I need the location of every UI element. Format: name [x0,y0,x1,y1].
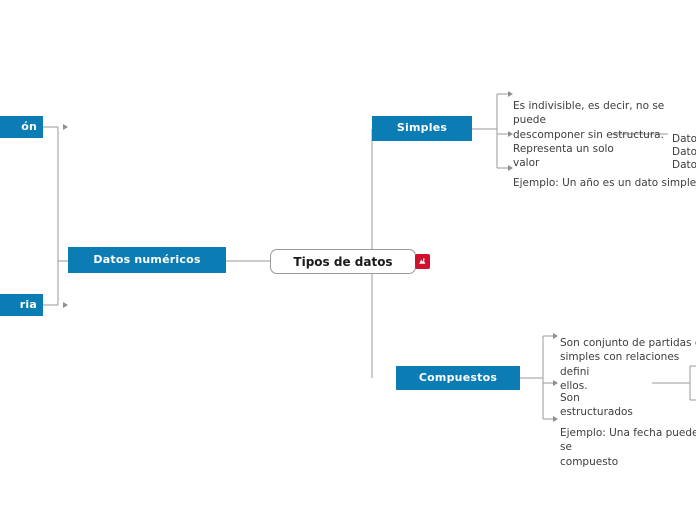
node-compuestos[interactable]: Compuestos [396,366,520,390]
attachment-badge-icon[interactable] [415,254,430,269]
node-simples[interactable]: Simples [372,116,472,141]
leaf-dato-2[interactable]: Dato [672,131,696,159]
leaf-simples-indivisible-text: Es indivisible, es decir, no se puede de… [513,100,665,141]
node-simples-label: Simples [396,121,448,135]
leaf-compuestos-conjunto-text: Son conjunto de partidas de simples con … [560,337,696,392]
node-datos-numericos[interactable]: Datos numéricos [68,247,226,273]
node-left-upper-label: ón [21,119,37,133]
node-compuestos-label: Compuestos [418,370,498,384]
node-left-lower-label: ria [19,297,37,311]
leaf-simples-un-solo-valor[interactable]: Representa un solo valor [513,128,623,171]
leaf-compuestos-ejemplo-text: Ejemplo: Una fecha puede se compuesto [560,427,696,468]
node-root-tipos-de-datos[interactable]: Tipos de datos [270,249,416,274]
leaf-simples-ejemplo[interactable]: Ejemplo: Un año es un dato simple [513,162,696,190]
leaf-compuestos-ejemplo[interactable]: Ejemplo: Una fecha puede se compuesto [560,412,696,469]
leaf-dato-3-text: Dato [672,159,696,172]
node-left-upper-clipped[interactable]: ón [0,116,43,138]
leaf-compuestos-estructurados-text: Son estructurados [560,392,633,419]
node-root-label: Tipos de datos [293,254,393,269]
leaf-dato-2-text: Dato [672,146,696,159]
leaf-compuestos-estructurados[interactable]: Son estructurados [560,377,655,420]
leaf-dato-1[interactable]: Dato [672,118,696,146]
leaf-simples-un-solo-valor-text: Representa un solo valor [513,143,614,170]
leaf-dato-1-text: Dato [672,133,696,146]
node-datos-numericos-label: Datos numéricos [93,252,201,266]
leaf-dato-3[interactable]: Dato [672,144,696,172]
node-left-lower-clipped[interactable]: ria [0,294,43,316]
leaf-simples-ejemplo-text: Ejemplo: Un año es un dato simple [513,177,696,190]
leaf-simples-indivisible[interactable]: Es indivisible, es decir, no se puede de… [513,85,693,142]
leaf-compuestos-conjunto[interactable]: Son conjunto de partidas de simples con … [560,322,696,393]
